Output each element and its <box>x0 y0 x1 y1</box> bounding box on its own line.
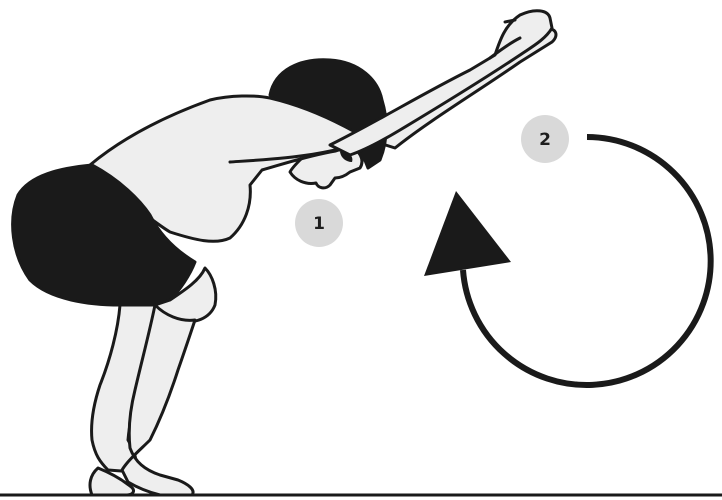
step-badge-1: 1 <box>295 199 343 247</box>
step-badge-2: 2 <box>521 115 569 163</box>
step-number: 1 <box>313 214 325 234</box>
step-number: 2 <box>539 130 551 150</box>
rotation-arrowhead <box>424 191 511 276</box>
counterclockwise-rotation-arrow-icon <box>424 137 711 385</box>
